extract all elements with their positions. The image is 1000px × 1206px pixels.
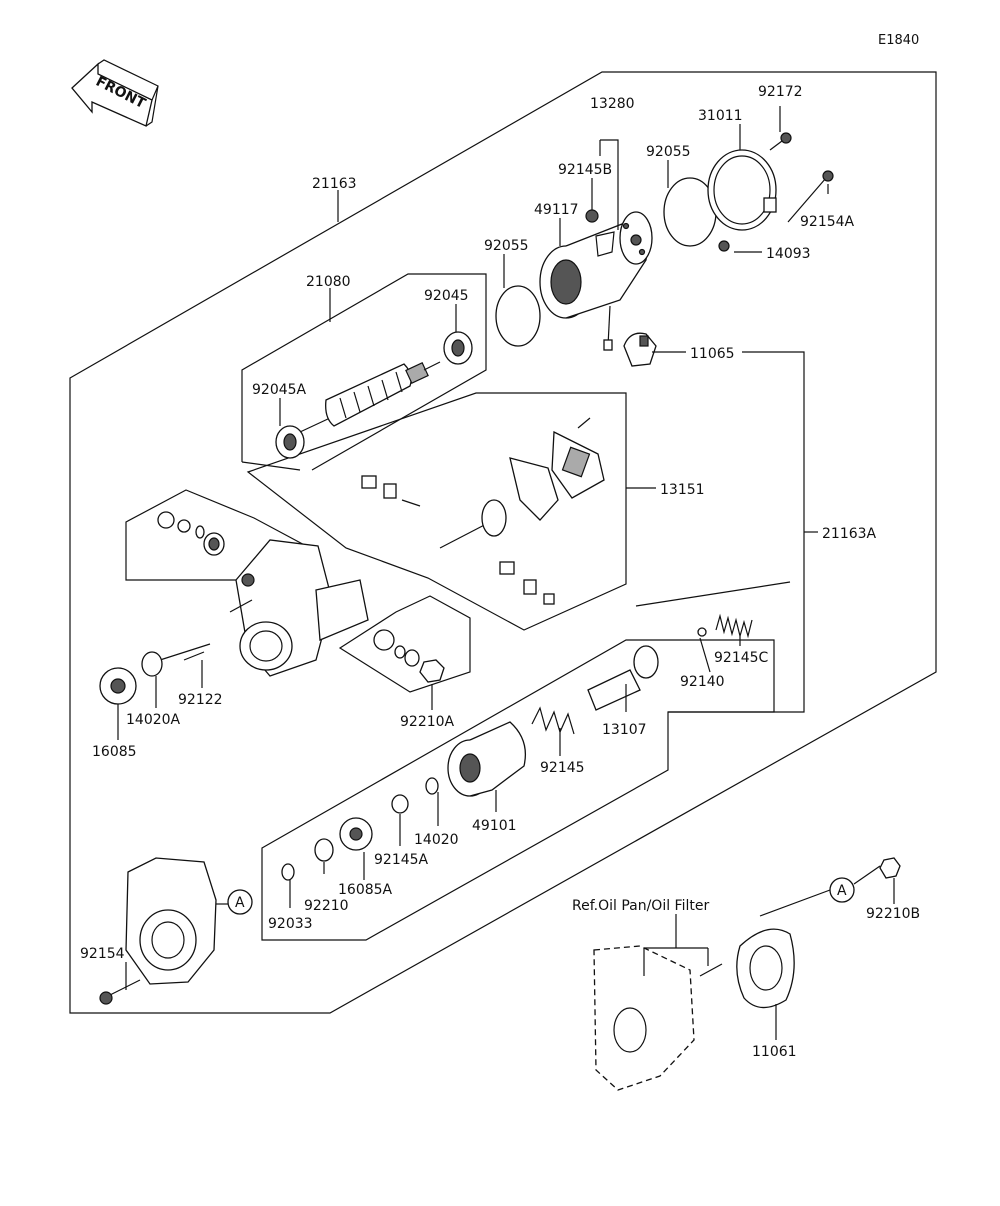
label-92145A: 92145A: [374, 852, 429, 868]
gear-16085: [99, 667, 137, 705]
bearing-92210: [314, 838, 334, 862]
yoke-49117: [539, 223, 648, 351]
label-92154: 92154: [80, 946, 125, 962]
bushing-92145B: [585, 209, 599, 223]
label-92033: 92033: [268, 916, 313, 932]
label-92154A: 92154A: [800, 214, 855, 230]
label-92145B: 92145B: [558, 162, 612, 178]
spring-92145A: [391, 794, 409, 814]
front-arrow-icon: FRONT: [71, 59, 159, 127]
clutch-49101: [447, 721, 527, 797]
bearing-92045: [443, 331, 473, 365]
nut-92210A: [419, 659, 445, 683]
label-13107: 13107: [602, 722, 647, 738]
leader-lines: [117, 106, 895, 1040]
collar-14020A: [141, 651, 163, 677]
bearing-group-boundary: [338, 595, 471, 693]
stud-oil-pan: [699, 963, 723, 977]
housing: [229, 539, 369, 677]
gear-16085A: [339, 817, 373, 851]
armature-21080: [299, 361, 441, 433]
label-92055-rear: 92055: [646, 144, 691, 160]
label-92045: 92045: [424, 288, 469, 304]
o-ring-92055-front: [495, 285, 541, 347]
nut-92210B: [879, 857, 901, 879]
label-92145C: 92145C: [714, 650, 769, 666]
brush-group-boundary: [246, 392, 627, 631]
collar-14020: [425, 777, 439, 795]
circlip-92033: [281, 863, 295, 881]
label-92055-front: 92055: [484, 238, 529, 254]
label-92210: 92210: [304, 898, 349, 914]
callout-a-right: A: [829, 877, 855, 903]
shaft-13107: [587, 645, 659, 711]
label-14020: 14020: [414, 832, 459, 848]
label-16085: 16085: [92, 744, 137, 760]
label-92145: 92145: [540, 760, 585, 776]
label-92210B: 92210B: [866, 906, 920, 922]
spring-92145C: [715, 613, 753, 639]
label-16085A: 16085A: [338, 882, 393, 898]
band-31011: [707, 149, 777, 231]
brush-holder-13151: [361, 417, 605, 605]
nut-14093: [718, 240, 730, 252]
label-92122: 92122: [178, 692, 223, 708]
label-92140: 92140: [680, 674, 725, 690]
end-cover-13280: [619, 211, 653, 265]
label-11061: 11061: [752, 1044, 797, 1060]
gasket-11061: [736, 928, 795, 1009]
assembly-boundary-21163: [69, 71, 937, 1014]
bolt-92154: [99, 979, 141, 1005]
label-21080: 21080: [306, 274, 351, 290]
label-14093: 14093: [766, 246, 811, 262]
callout-a-label-right: A: [837, 883, 847, 899]
callout-a-label-left: A: [235, 895, 245, 911]
bearing-set: [373, 629, 420, 667]
ball-92140: [697, 627, 707, 637]
label-13151: 13151: [660, 482, 705, 498]
label-49117: 49117: [534, 202, 579, 218]
terminal-11065: [623, 332, 657, 367]
label-92045A: 92045A: [252, 382, 307, 398]
spring-92145: [531, 706, 575, 735]
label-21163A: 21163A: [822, 526, 877, 542]
bolt-92154A: [787, 170, 834, 223]
bolt-92172: [769, 132, 792, 151]
label-21163: 21163: [312, 176, 357, 192]
label-13280: 13280: [590, 96, 635, 112]
label-14020A: 14020A: [126, 712, 181, 728]
label-11065: 11065: [690, 346, 735, 362]
callout-a-left: A: [227, 889, 253, 915]
front-cover: [125, 857, 217, 985]
bearing-92045A: [275, 425, 305, 459]
label-92172: 92172: [758, 84, 803, 100]
oil-pan-reference: [593, 945, 695, 1091]
label-49101: 49101: [472, 818, 517, 834]
label-31011: 31011: [698, 108, 743, 124]
ref-note: Ref.Oil Pan/Oil Filter: [572, 898, 709, 914]
part-labels: 21163 21080 13280 92172 31011 92145B 920…: [80, 84, 920, 1060]
pin-92122: [183, 651, 205, 661]
nut-washer-set: [157, 511, 225, 556]
diagram-code: E1840: [878, 33, 919, 48]
label-92210A: 92210A: [400, 714, 455, 730]
armature-group-boundary: [241, 273, 487, 471]
